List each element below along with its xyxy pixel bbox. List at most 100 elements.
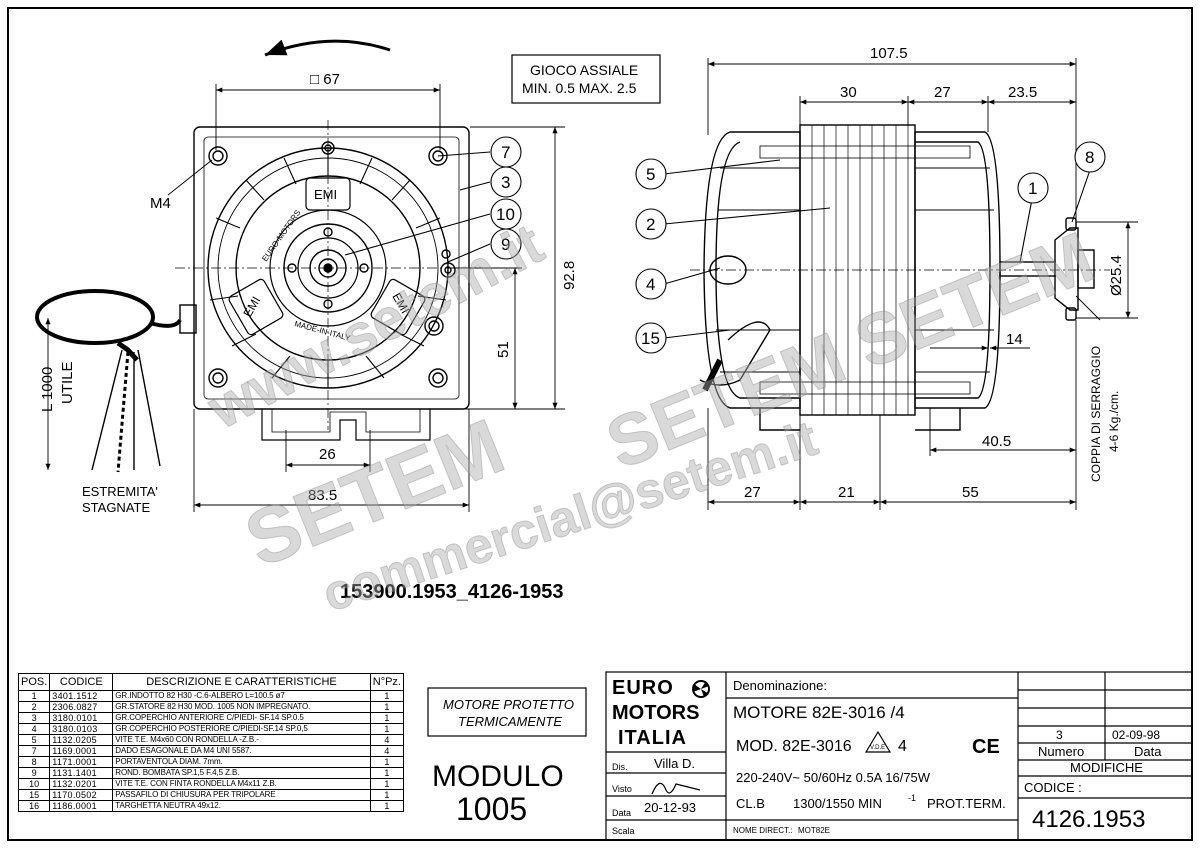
bom-cell-desc: TARGHETTA NEUTRA 49x12. bbox=[112, 800, 371, 812]
callout-2: 2 bbox=[646, 215, 655, 234]
model-line: MOD. 82E-3016 bbox=[736, 738, 852, 755]
callout-7: 7 bbox=[501, 143, 510, 162]
numero-label: Numero bbox=[1038, 744, 1084, 759]
bom-cell-pos: 2 bbox=[17, 701, 51, 713]
emi-label-left: EMI bbox=[240, 294, 263, 319]
bom-cell-pos: 3 bbox=[17, 712, 51, 724]
bom-cell-desc: ROND. BOMBATA SP.1,5 F.4,5 Z.B. bbox=[112, 767, 371, 779]
bom-header-pos: POS. bbox=[17, 673, 51, 691]
callouts bbox=[344, 136, 1106, 354]
bom-cell-pos: 5 bbox=[17, 734, 51, 746]
scala-label: Scala bbox=[612, 826, 635, 836]
callout-9: 9 bbox=[501, 235, 510, 254]
axial-play-line1: GIOCO ASSIALE bbox=[530, 62, 638, 78]
cable-ends-label-1: ESTREMITA' bbox=[82, 484, 158, 499]
bom-cell-qty: 1 bbox=[369, 778, 405, 790]
vde-mark-icon bbox=[864, 730, 892, 753]
bom-cell-qty: 1 bbox=[369, 767, 405, 779]
bom-cell-qty: 1 bbox=[369, 690, 405, 702]
bom-cell-code: 3180.0103 bbox=[49, 723, 114, 735]
bom-cell-pos: 16 bbox=[17, 800, 51, 812]
nome-direct-label: NOME DIRECT.: bbox=[733, 826, 793, 835]
electrical-specs: 220-240V~ 50/60Hz 0.5A 16/75W bbox=[736, 770, 931, 785]
revision-date: 02-09-98 bbox=[1112, 728, 1160, 742]
bom-header-qty: N°Pz. bbox=[369, 673, 405, 691]
torque-label-2: 4-6 Kg./cm. bbox=[1107, 391, 1121, 452]
module-label: MODULO bbox=[432, 760, 564, 793]
dim-51: 51 bbox=[495, 341, 512, 358]
bom-cell-code: 1132.0201 bbox=[49, 778, 114, 790]
front-view bbox=[35, 39, 485, 473]
emi-label-top: EMI bbox=[314, 187, 337, 202]
bom-header-desc: DESCRIZIONE E CARATTERISTICHE bbox=[112, 673, 371, 691]
callout-8: 8 bbox=[1085, 148, 1094, 167]
speed-exponent: -1 bbox=[908, 793, 916, 803]
dim-27-top: 27 bbox=[934, 84, 951, 101]
logo-italia: ITALIA bbox=[618, 727, 687, 749]
bom-cell-code: 1170.0502 bbox=[49, 789, 114, 801]
bom-cell-code: 1169.0001 bbox=[49, 745, 114, 757]
callout-3: 3 bbox=[501, 173, 510, 192]
model-suffix: 4 bbox=[898, 738, 907, 755]
bom-cell-pos: 15 bbox=[17, 789, 51, 801]
codice-label: CODICE : bbox=[1024, 780, 1082, 795]
protection-spec: PROT.TERM. bbox=[927, 796, 1006, 811]
cable-length-label: L 1000 bbox=[39, 367, 56, 412]
bom-header-row: POS. CODICE DESCRIZIONE E CARATTERISTICH… bbox=[17, 673, 405, 691]
bom-cell-code: 1131.1401 bbox=[49, 767, 114, 779]
bom-header-code: CODICE bbox=[49, 673, 114, 691]
bom-cell-desc: GR.INDOTTO 82 H30 -C.6-ALBERO L=100.5 ø7 bbox=[112, 690, 371, 702]
bom-cell-desc: GR.COPERCHIO ANTERIORE C/PIEDI- SF.14 SP… bbox=[112, 712, 371, 724]
bom-cell-qty: 4 bbox=[369, 734, 405, 746]
cable-ends-label-2: STAGNATE bbox=[82, 500, 150, 515]
motor-name: MOTORE 82E-3016 /4 bbox=[733, 703, 905, 722]
dim-27-bottom: 27 bbox=[744, 484, 761, 501]
fan-logo-icon bbox=[692, 680, 710, 698]
revision-number: 3 bbox=[1056, 728, 1063, 742]
dim-diameter-25-4: Ø25.4 bbox=[1108, 255, 1125, 296]
vde-label: V.D.E bbox=[870, 745, 885, 751]
data-label: Data bbox=[612, 808, 631, 818]
rotation-arrow bbox=[264, 39, 391, 57]
dim-40-5: 40.5 bbox=[982, 433, 1011, 450]
protection-line2: TERMICAMENTE bbox=[458, 714, 562, 729]
protection-line1: MOTORE PROTETTO bbox=[443, 697, 574, 712]
ce-mark: CE bbox=[972, 736, 1000, 758]
bom-cell-code: 3180.0101 bbox=[49, 712, 114, 724]
bom-cell-qty: 1 bbox=[369, 723, 405, 735]
bom-cell-qty: 1 bbox=[369, 800, 405, 812]
axial-play-line2: MIN. 0.5 MAX. 2.5 bbox=[522, 80, 637, 96]
callout-10: 10 bbox=[496, 205, 515, 224]
ring-text-euro-motors: EURO-MOTORS bbox=[260, 208, 302, 263]
callout-5: 5 bbox=[646, 165, 655, 184]
axial-play-box bbox=[511, 54, 661, 104]
cable-length-utile: UTILE bbox=[59, 361, 76, 404]
dim-square-67: □ 67 bbox=[310, 71, 340, 88]
side-view bbox=[690, 124, 1110, 431]
nome-direct-value: MOT82E bbox=[798, 826, 830, 835]
bom-cell-desc: GR.COPERCHIO POSTERIORE C/PIEDI-SF.14 SP… bbox=[112, 723, 371, 735]
bom-cell-qty: 1 bbox=[369, 712, 405, 724]
label-m4: M4 bbox=[150, 195, 171, 212]
torque-label-1: COPPIA DI SERRAGGIO bbox=[1089, 346, 1103, 482]
dim-14: 14 bbox=[1006, 331, 1023, 348]
bom-cell-desc: DADO ESAGONALE DA M4 UNI 5587. bbox=[112, 745, 371, 757]
codice-value: 4126.1953 bbox=[1032, 806, 1145, 833]
bom-cell-desc: PORTAVENTOLA DIAM. 7mm. bbox=[112, 756, 371, 768]
dis-value: Villa D. bbox=[654, 756, 695, 771]
dim-21: 21 bbox=[838, 484, 855, 501]
bom-cell-code: 1132.0205 bbox=[49, 734, 114, 746]
bom-cell-pos: 1 bbox=[17, 690, 51, 702]
dim-30: 30 bbox=[840, 84, 857, 101]
dim-26: 26 bbox=[319, 446, 336, 463]
bom-cell-qty: 1 bbox=[369, 756, 405, 768]
